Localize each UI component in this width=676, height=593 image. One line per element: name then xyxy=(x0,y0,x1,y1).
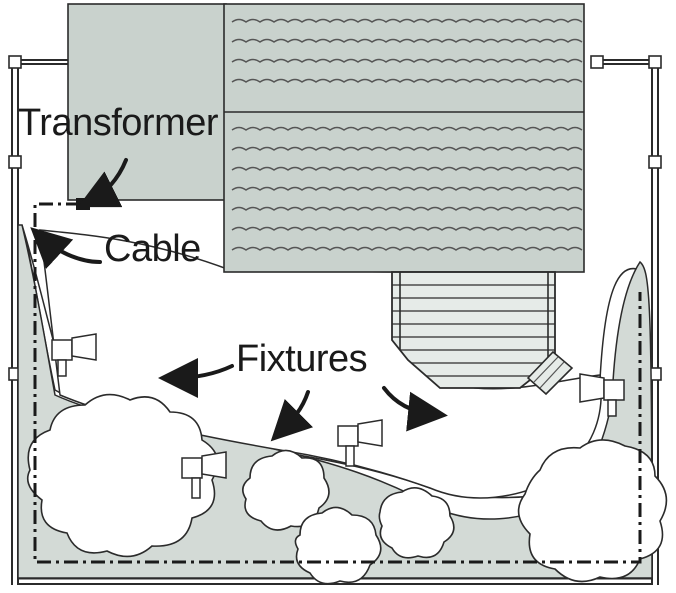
fixture-4 xyxy=(579,373,625,417)
fixtures-arrow-right xyxy=(382,386,448,432)
transformer-unit xyxy=(76,198,90,210)
shingle-row xyxy=(231,246,583,251)
shingle-row xyxy=(231,126,583,131)
cable-label: Cable xyxy=(104,228,201,270)
fixtures-arrow-down xyxy=(270,390,314,442)
shrub-4 xyxy=(378,487,455,559)
shingle-row xyxy=(231,186,583,191)
shingle-row xyxy=(231,78,583,83)
shingle-row xyxy=(231,206,583,211)
transformer-label: Transformer xyxy=(18,102,219,144)
fixtures-label: Fixtures xyxy=(236,338,368,380)
deck-steps xyxy=(526,350,574,396)
fixtures xyxy=(51,333,625,499)
pointer-arrows xyxy=(30,158,448,442)
fixture-3 xyxy=(337,419,383,467)
fixtures-arrow-left xyxy=(158,357,234,398)
shrub-2 xyxy=(242,449,330,531)
garage-roof xyxy=(67,3,227,201)
house-roof xyxy=(223,3,585,273)
fixture-2 xyxy=(181,451,227,499)
shingle-row xyxy=(231,146,583,151)
fixture-1 xyxy=(51,333,97,377)
shrub-1 xyxy=(26,393,219,558)
shingle-row xyxy=(231,18,583,23)
shingle-row xyxy=(231,166,583,171)
shingle-row xyxy=(231,58,583,63)
shrubs xyxy=(26,393,668,585)
shingle-row xyxy=(231,226,583,231)
transformer-arrow xyxy=(77,158,128,208)
cable-route xyxy=(33,202,642,564)
shingle-row xyxy=(231,38,583,43)
shrub-3 xyxy=(294,506,382,585)
cable-arrow xyxy=(30,227,102,269)
deck xyxy=(391,271,574,396)
